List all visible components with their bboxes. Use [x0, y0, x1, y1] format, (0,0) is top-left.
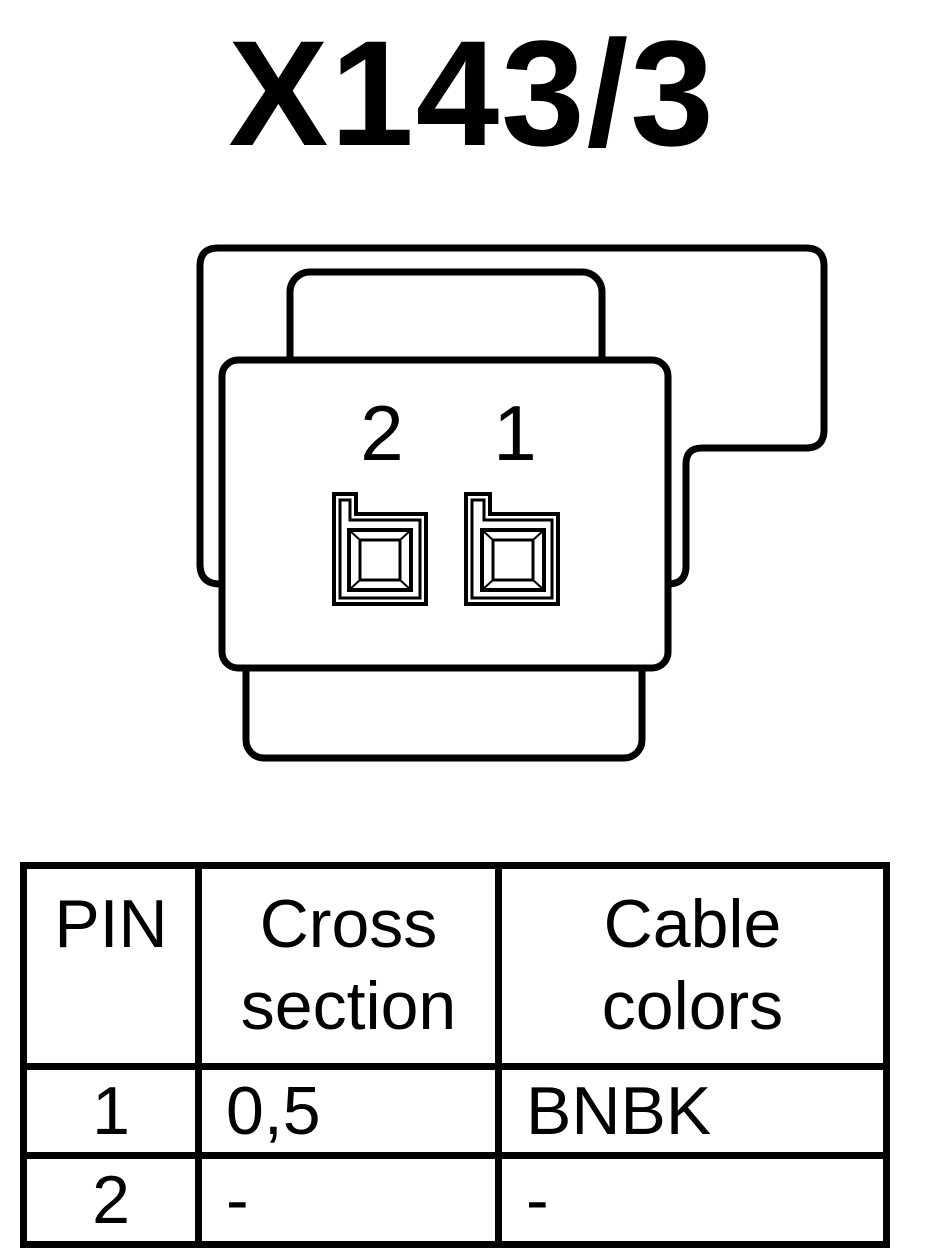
pin-label-2: 2 [360, 389, 403, 477]
cell-cable-color: BNBK [495, 1063, 890, 1159]
table-row: 1 0,5 BNBK [20, 1063, 890, 1159]
connector-title: X143/3 [228, 9, 716, 177]
header-cross-section: Cross section [195, 862, 502, 1070]
table-row: 2 - - [20, 1152, 890, 1248]
pin-label-1: 1 [493, 389, 536, 477]
cell-cable-color: - [495, 1152, 890, 1248]
cell-pin: 1 [20, 1063, 202, 1159]
cell-cross-section: - [195, 1152, 502, 1248]
pin-terminal-1 [464, 492, 560, 606]
header-pin: PIN [20, 862, 202, 1070]
connector-face [218, 356, 672, 672]
pin-terminal-2 [332, 492, 428, 606]
table-header-row: PIN Cross section Cable colors [20, 862, 890, 1070]
cell-pin: 2 [20, 1152, 202, 1248]
cell-cross-section: 0,5 [195, 1063, 502, 1159]
pin-table: PIN Cross section Cable colors 1 0,5 BNB… [20, 862, 890, 1248]
header-cable-colors: Cable colors [495, 862, 890, 1070]
